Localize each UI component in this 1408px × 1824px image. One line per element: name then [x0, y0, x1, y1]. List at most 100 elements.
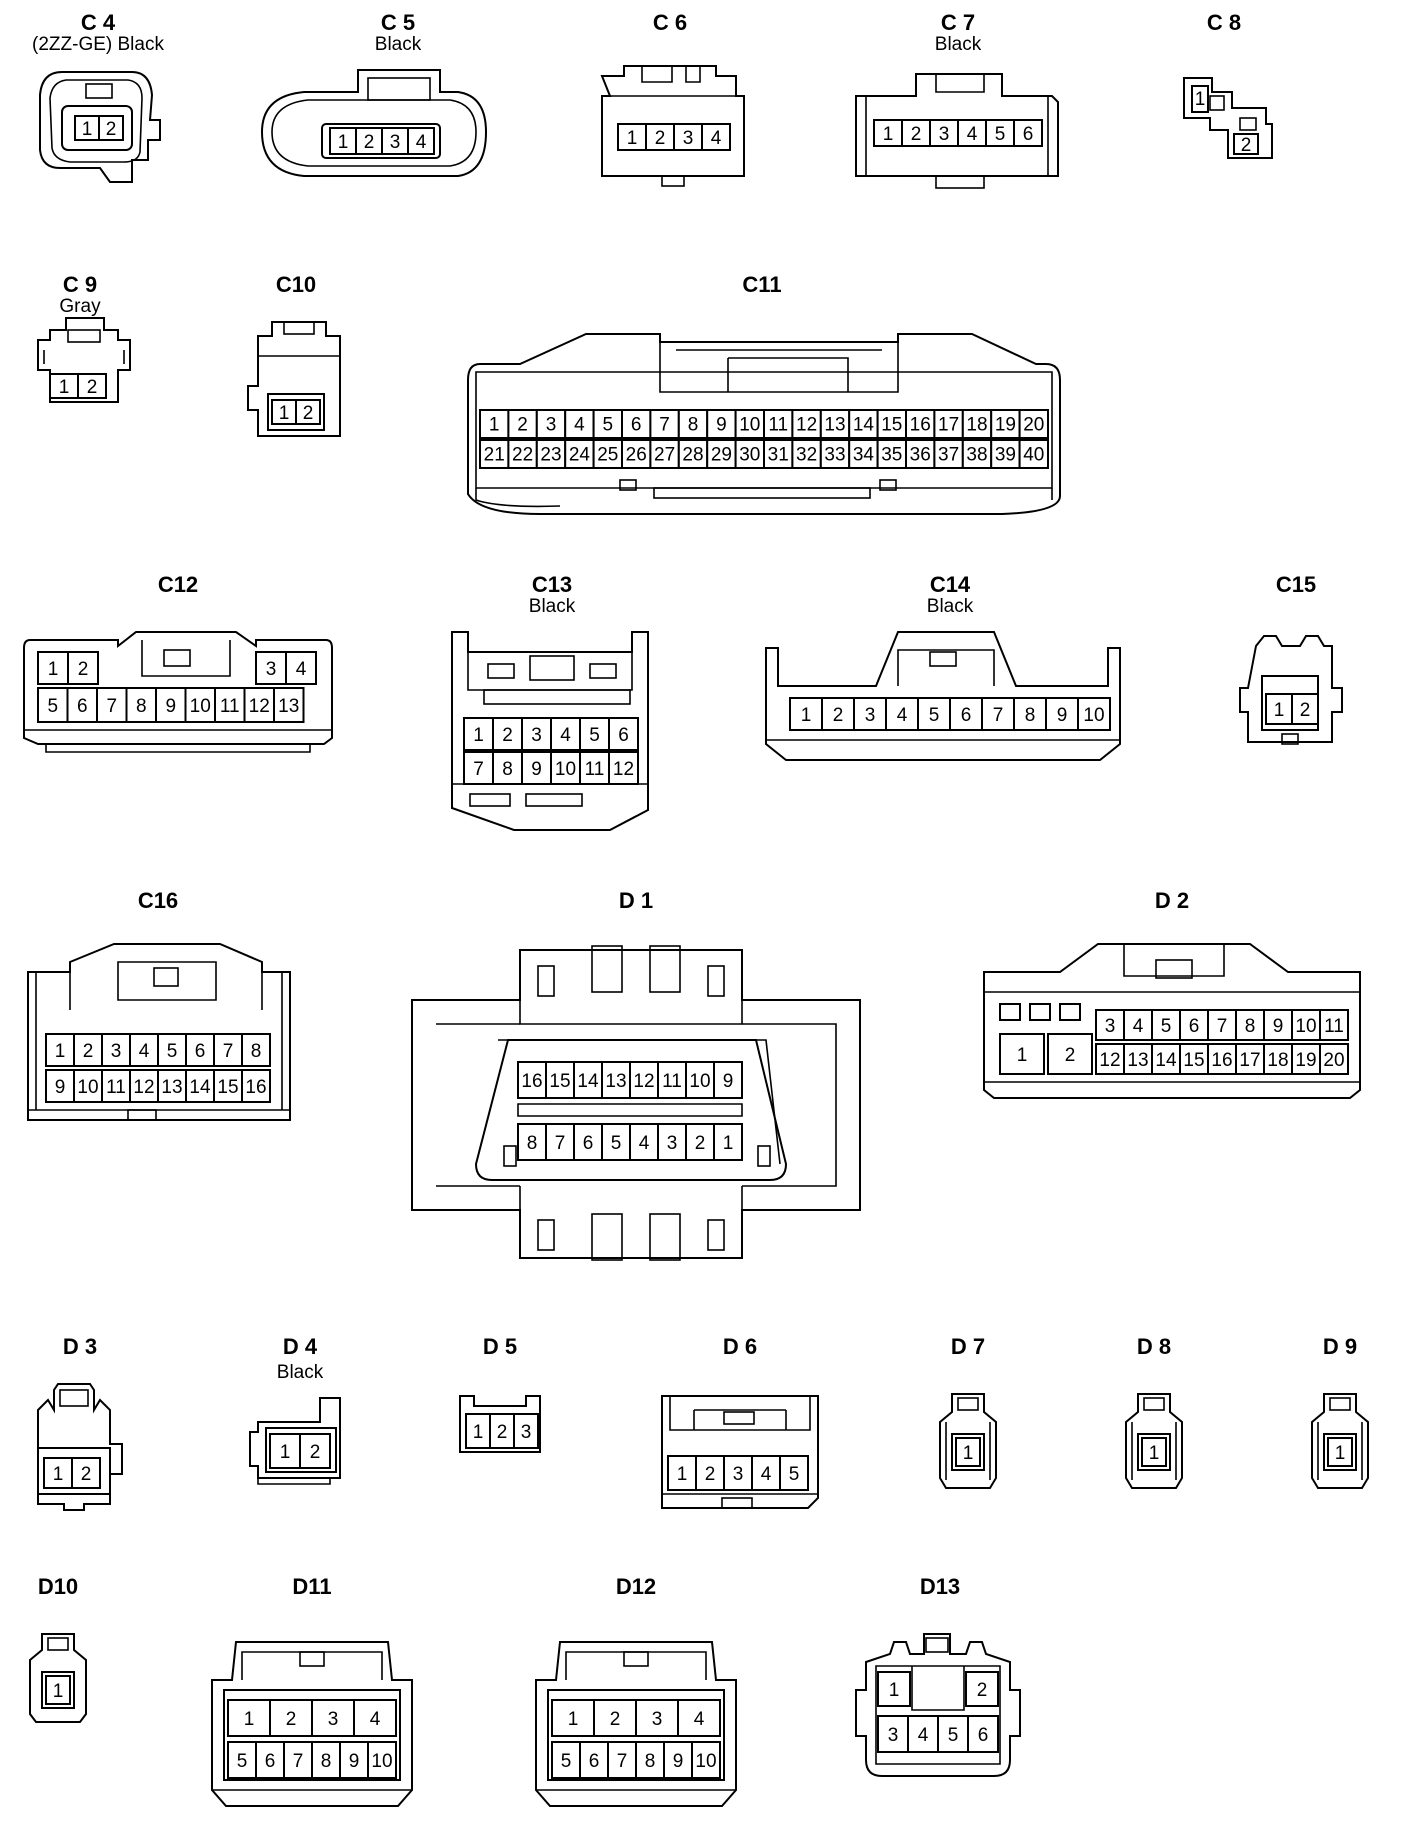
- pin-label: 8: [1245, 1016, 1256, 1037]
- pin-label: 7: [473, 759, 484, 780]
- connector-note: Gray: [59, 296, 101, 317]
- pin-label: 4: [967, 124, 978, 145]
- pin-label: 4: [918, 1725, 929, 1746]
- pin-label: 10: [739, 414, 760, 435]
- pin-label: 2: [911, 124, 922, 145]
- pin-label: 4: [296, 659, 307, 680]
- pin-label: 1: [1149, 1443, 1160, 1464]
- pin-label: 3: [390, 132, 401, 153]
- connector-note: (2ZZ-GE) Black: [32, 34, 164, 55]
- connector-id: D 6: [723, 1334, 757, 1359]
- connector-note: Black: [277, 1362, 324, 1383]
- pin-label: 34: [853, 444, 875, 465]
- pin-label: 33: [824, 444, 845, 465]
- pin-label: 1: [889, 1680, 900, 1701]
- pin-label: 36: [910, 444, 931, 465]
- pin-label: 16: [910, 414, 931, 435]
- pin-label: 8: [321, 1751, 332, 1772]
- pin-label: 9: [716, 414, 727, 435]
- pin-label: 19: [1295, 1050, 1316, 1071]
- pin-label: 17: [1239, 1050, 1260, 1071]
- pin-label: 14: [577, 1071, 599, 1092]
- pin-label: 2: [364, 132, 375, 153]
- pin-label: 12: [1099, 1050, 1120, 1071]
- connector-d7: D 71: [939, 1334, 997, 1489]
- pin-label: 4: [639, 1133, 650, 1154]
- pin-label: 5: [603, 414, 614, 435]
- connector-id: C 9: [63, 272, 97, 297]
- pin-label: 10: [190, 696, 211, 717]
- pin-label: 22: [512, 444, 533, 465]
- connector-id: D 2: [1155, 888, 1189, 913]
- pin-label: 10: [695, 1751, 716, 1772]
- pin-label: 2: [705, 1464, 716, 1485]
- pin-label: 2: [695, 1133, 706, 1154]
- pin-label: 1: [677, 1464, 688, 1485]
- pin-label: 13: [278, 696, 299, 717]
- pin-label: 7: [659, 414, 670, 435]
- pin-label: 2: [1241, 135, 1252, 156]
- pin-label: 7: [617, 1751, 628, 1772]
- pin-label: 9: [531, 759, 542, 780]
- pin-label: 8: [1025, 705, 1036, 726]
- pin-label: 16: [1211, 1050, 1232, 1071]
- connector-id: D11: [292, 1574, 331, 1599]
- pin-label: 1: [48, 659, 59, 680]
- pin-label: 1: [82, 119, 93, 140]
- pin-label: 9: [723, 1071, 734, 1092]
- connector-id: D12: [616, 1574, 656, 1599]
- pin-label: 6: [195, 1041, 206, 1062]
- pin-label: 10: [555, 759, 576, 780]
- connector-id: C 6: [653, 10, 687, 35]
- pin-label: 30: [739, 444, 760, 465]
- pin-label: 1: [1017, 1045, 1028, 1066]
- connector-id: C 4: [81, 10, 116, 35]
- pin-label: 2: [517, 414, 528, 435]
- pin-label: 15: [217, 1077, 238, 1098]
- pin-label: 31: [768, 444, 789, 465]
- pin-label: 18: [1267, 1050, 1288, 1071]
- pin-label: 5: [789, 1464, 800, 1485]
- pin-label: 2: [655, 128, 666, 149]
- pin-label: 2: [78, 659, 89, 680]
- pin-label: 5: [237, 1751, 248, 1772]
- pin-label: 3: [733, 1464, 744, 1485]
- connector-note: Black: [529, 596, 576, 617]
- pin-label: 8: [502, 759, 513, 780]
- connector-id: C 8: [1207, 10, 1241, 35]
- pin-label: 11: [768, 414, 788, 435]
- pin-label: 2: [303, 403, 314, 424]
- pin-label: 2: [1300, 700, 1311, 721]
- pin-label: 3: [667, 1133, 678, 1154]
- pin-label: 4: [139, 1041, 150, 1062]
- pin-label: 6: [961, 705, 972, 726]
- connector-c8: C 8 1 2: [1183, 10, 1273, 159]
- connector-id: D 3: [63, 1334, 97, 1359]
- pin-label: 38: [966, 444, 987, 465]
- pin-label: 23: [540, 444, 561, 465]
- pin-label: 8: [527, 1133, 538, 1154]
- pin-label: 5: [167, 1041, 178, 1062]
- pin-label: 1: [1195, 89, 1206, 110]
- pin-label: 6: [618, 725, 629, 746]
- pin-label: 11: [1324, 1016, 1344, 1037]
- pin-label: 3: [328, 1709, 339, 1730]
- pin-label: 2: [83, 1041, 94, 1062]
- pin-label: 2: [286, 1709, 297, 1730]
- pin-label: 5: [1161, 1016, 1172, 1037]
- pin-label: 13: [161, 1077, 182, 1098]
- pin-label: 7: [1217, 1016, 1228, 1037]
- pin-label: 1: [1274, 700, 1285, 721]
- pin-label: 9: [1057, 705, 1068, 726]
- pin-label: 1: [963, 1443, 974, 1464]
